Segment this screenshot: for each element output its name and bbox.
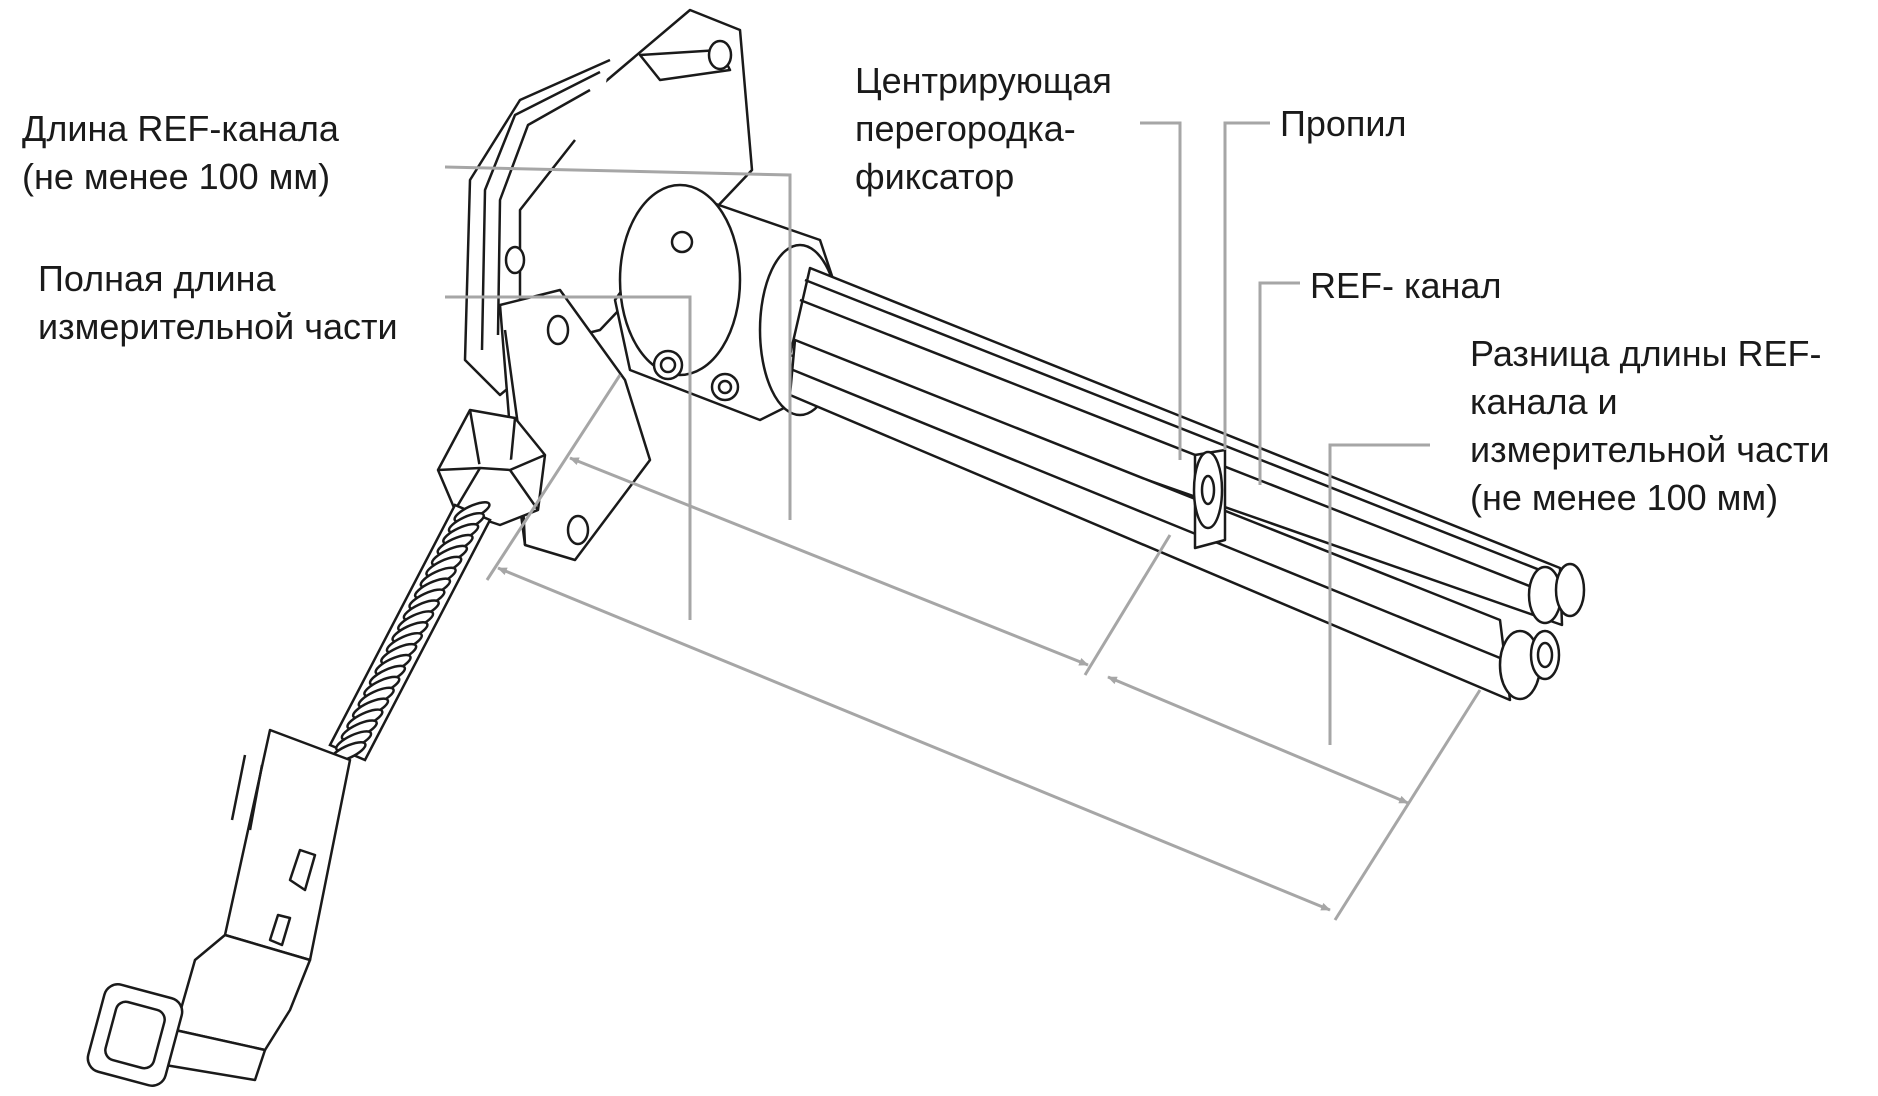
label-full-length: Полная длина измерительной части (38, 255, 398, 351)
dimension-difference (1107, 675, 1409, 805)
corrugated-cable (328, 501, 492, 763)
label-line: (не менее 100 мм) (1470, 477, 1779, 518)
dimension-arrows (497, 456, 1409, 912)
label-line: (не менее 100 мм) (22, 156, 331, 197)
leader-ref-channel (1258, 281, 1300, 485)
label-centering-spacer: Центрирующая перегородка- фиксатор (855, 57, 1112, 201)
label-line: измерительной части (1470, 429, 1830, 470)
label-cut: Пропил (1280, 100, 1407, 148)
measuring-tubes (788, 266, 1586, 702)
label-line: фиксатор (855, 156, 1015, 197)
extension-line-right (1333, 689, 1482, 921)
dimension-full-length (497, 566, 1331, 912)
label-line: измерительной части (38, 306, 398, 347)
label-line: REF- канал (1310, 265, 1502, 306)
label-line: перегородка- (855, 108, 1076, 149)
leader-centering (1140, 121, 1182, 460)
label-line: Центрирующая (855, 60, 1112, 101)
cable-gland (436, 408, 547, 527)
label-line: Разница длины REF- (1470, 333, 1822, 374)
leader-lines (444, 121, 1482, 921)
label-line: Длина REF-канала (22, 108, 339, 149)
label-line: Пропил (1280, 103, 1407, 144)
label-line: Полная длина (38, 258, 276, 299)
label-ref-length: Длина REF-канала (не менее 100 мм) (22, 105, 339, 201)
leader-cut (1223, 121, 1270, 450)
label-length-difference: Разница длины REF- канала и измерительно… (1470, 330, 1830, 522)
extension-line-mid (1083, 534, 1172, 676)
label-ref-channel: REF- канал (1310, 262, 1501, 310)
connector (86, 728, 352, 1087)
label-line: канала и (1470, 381, 1618, 422)
leader-ref-length (444, 165, 792, 520)
extension-line-left (485, 374, 622, 581)
